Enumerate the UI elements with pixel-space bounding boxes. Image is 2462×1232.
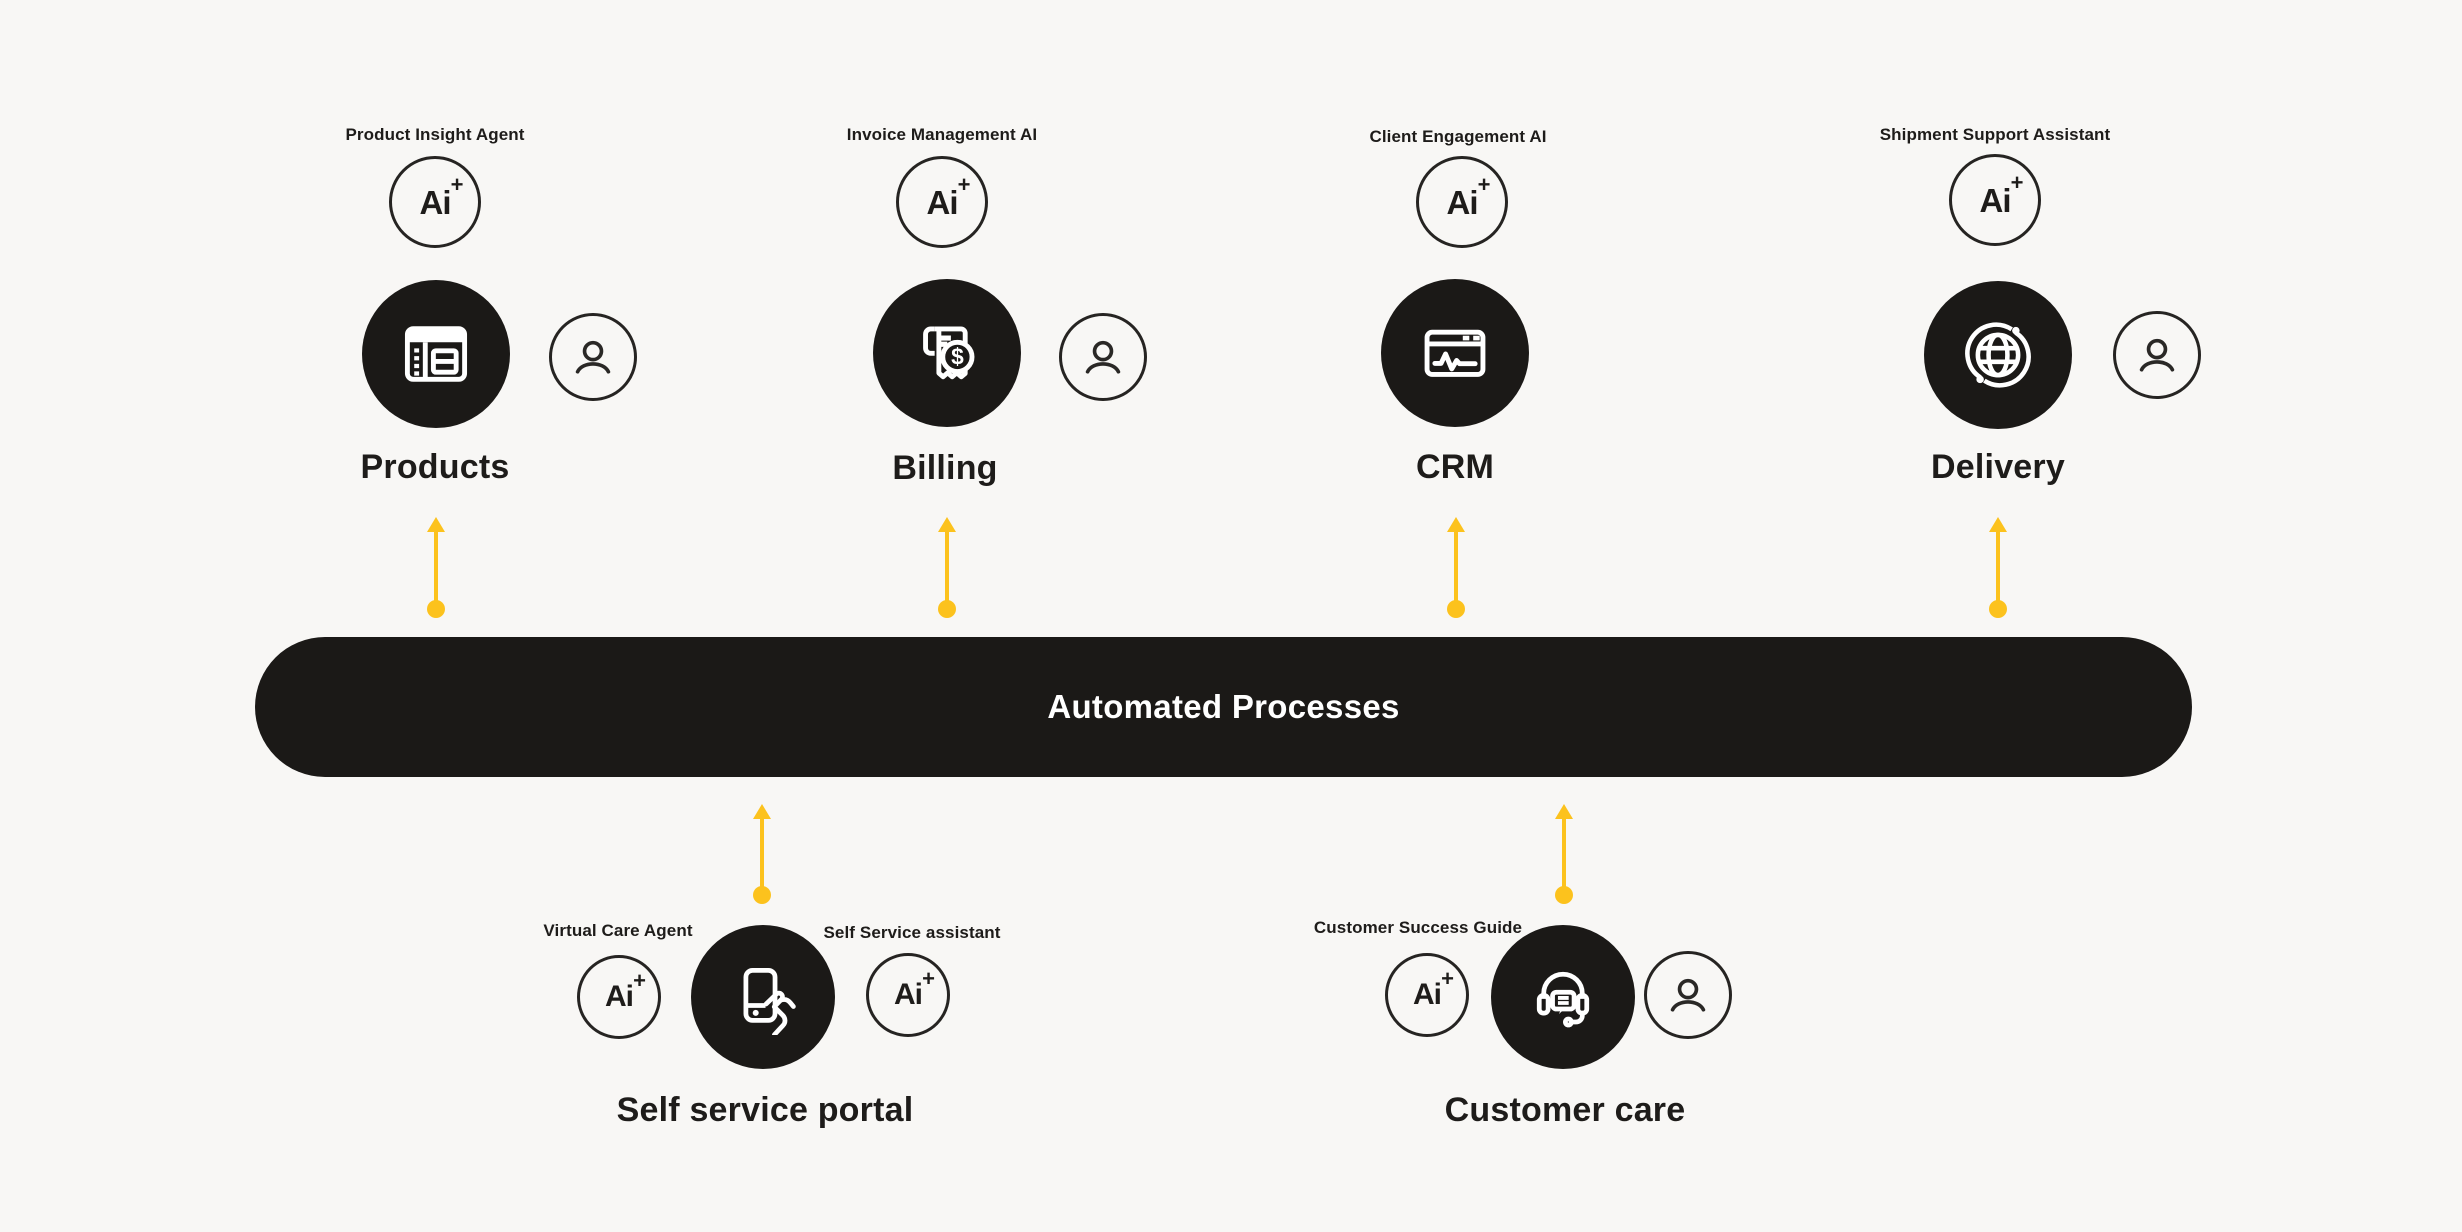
group-label-products: Products (360, 448, 510, 486)
arrow-dot (1555, 886, 1573, 904)
person-icon (575, 340, 611, 374)
ai-badge-text: Ai (419, 183, 452, 221)
ai-badge-text: Ai (1446, 183, 1479, 221)
self-service-portal-node (691, 925, 835, 1069)
ai-badge-text: Ai (1413, 978, 1442, 1011)
ai-badge-text: Ai (605, 980, 634, 1013)
person-icon (1085, 340, 1121, 374)
arrow-line (1996, 530, 2000, 601)
arrow-products (423, 517, 449, 618)
agent-label-product-insight: Product Insight Agent (345, 125, 525, 144)
invoice-receipt-icon: $ (923, 326, 975, 380)
person-icon (2139, 338, 2175, 372)
sparkle-icon: + (1441, 966, 1454, 991)
crm-monitor-icon (1424, 329, 1486, 377)
arrow-line (1562, 817, 1566, 887)
arrow-crm (1443, 517, 1469, 618)
automated-processes-label: Automated Processes (1047, 688, 1400, 725)
arrow-dot (427, 600, 445, 618)
phone-tap-icon (743, 968, 796, 1035)
arrow-self-service (749, 804, 775, 904)
group-label-billing: Billing (892, 449, 998, 487)
arrow-dot (1447, 600, 1465, 618)
svg-text:$: $ (951, 344, 964, 370)
person-badge-delivery (2113, 311, 2201, 399)
sparkle-icon: + (957, 171, 971, 197)
group-label-customer-care: Customer care (1444, 1091, 1686, 1129)
sparkle-icon: + (1477, 171, 1491, 197)
arrow-head-icon (1447, 517, 1465, 532)
arrow-head-icon (938, 517, 956, 532)
arrow-line (434, 530, 438, 601)
arrow-billing (934, 517, 960, 618)
ai-badge-customer-success: Ai+ (1385, 953, 1469, 1037)
ai-badge-product-insight: Ai+ (389, 156, 481, 248)
arrow-dot (938, 600, 956, 618)
sparkle-icon: + (633, 968, 646, 993)
agent-label-virtual-care: Virtual Care Agent (543, 921, 693, 940)
group-label-crm: CRM (1415, 448, 1495, 486)
automated-processes-bar: Automated Processes (255, 637, 2192, 777)
sparkle-icon: + (922, 966, 935, 991)
ai-badge-invoice-management: Ai+ (896, 156, 988, 248)
product-catalog-icon (404, 326, 468, 382)
person-badge-products (549, 313, 637, 401)
arrow-delivery (1985, 517, 2011, 618)
ai-badge-shipment-support: Ai+ (1949, 154, 2041, 246)
delivery-node (1924, 281, 2072, 429)
arrow-dot (1989, 600, 2007, 618)
agent-label-self-service-assistant: Self Service assistant (823, 923, 1001, 942)
billing-node: $ (873, 279, 1021, 427)
sparkle-icon: + (2010, 169, 2024, 195)
arrow-dot (753, 886, 771, 904)
arrow-line (760, 817, 764, 887)
person-icon (1670, 978, 1706, 1012)
arrow-head-icon (427, 517, 445, 532)
ai-badge-text: Ai (926, 183, 959, 221)
group-label-delivery: Delivery (1931, 448, 2065, 486)
arrow-head-icon (1989, 517, 2007, 532)
ai-badge-virtual-care: Ai+ (577, 955, 661, 1039)
person-badge-billing (1059, 313, 1147, 401)
products-node (362, 280, 510, 428)
agent-label-client-engagement: Client Engagement AI (1369, 127, 1547, 146)
arrow-customer-care (1551, 804, 1577, 904)
arrow-line (1454, 530, 1458, 601)
ai-badge-text: Ai (894, 978, 923, 1011)
person-badge-customer-care (1644, 951, 1732, 1039)
customer-care-node (1491, 925, 1635, 1069)
arrow-head-icon (753, 804, 771, 819)
sparkle-icon: + (450, 171, 464, 197)
arrow-line (945, 530, 949, 601)
ai-badge-client-engagement: Ai+ (1416, 156, 1508, 248)
ai-badge-text: Ai (1979, 181, 2012, 219)
crm-node (1381, 279, 1529, 427)
agent-label-customer-success: Customer Success Guide (1313, 918, 1523, 937)
ai-badge-self-service-assistant: Ai+ (866, 953, 950, 1037)
arrow-head-icon (1555, 804, 1573, 819)
agent-label-shipment-support: Shipment Support Assistant (1879, 125, 2111, 144)
headset-chat-icon (1536, 971, 1590, 1028)
globe-network-icon (1965, 322, 2031, 388)
group-label-self-service-portal: Self service portal (616, 1091, 914, 1129)
agent-label-invoice-management: Invoice Management AI (846, 125, 1038, 144)
